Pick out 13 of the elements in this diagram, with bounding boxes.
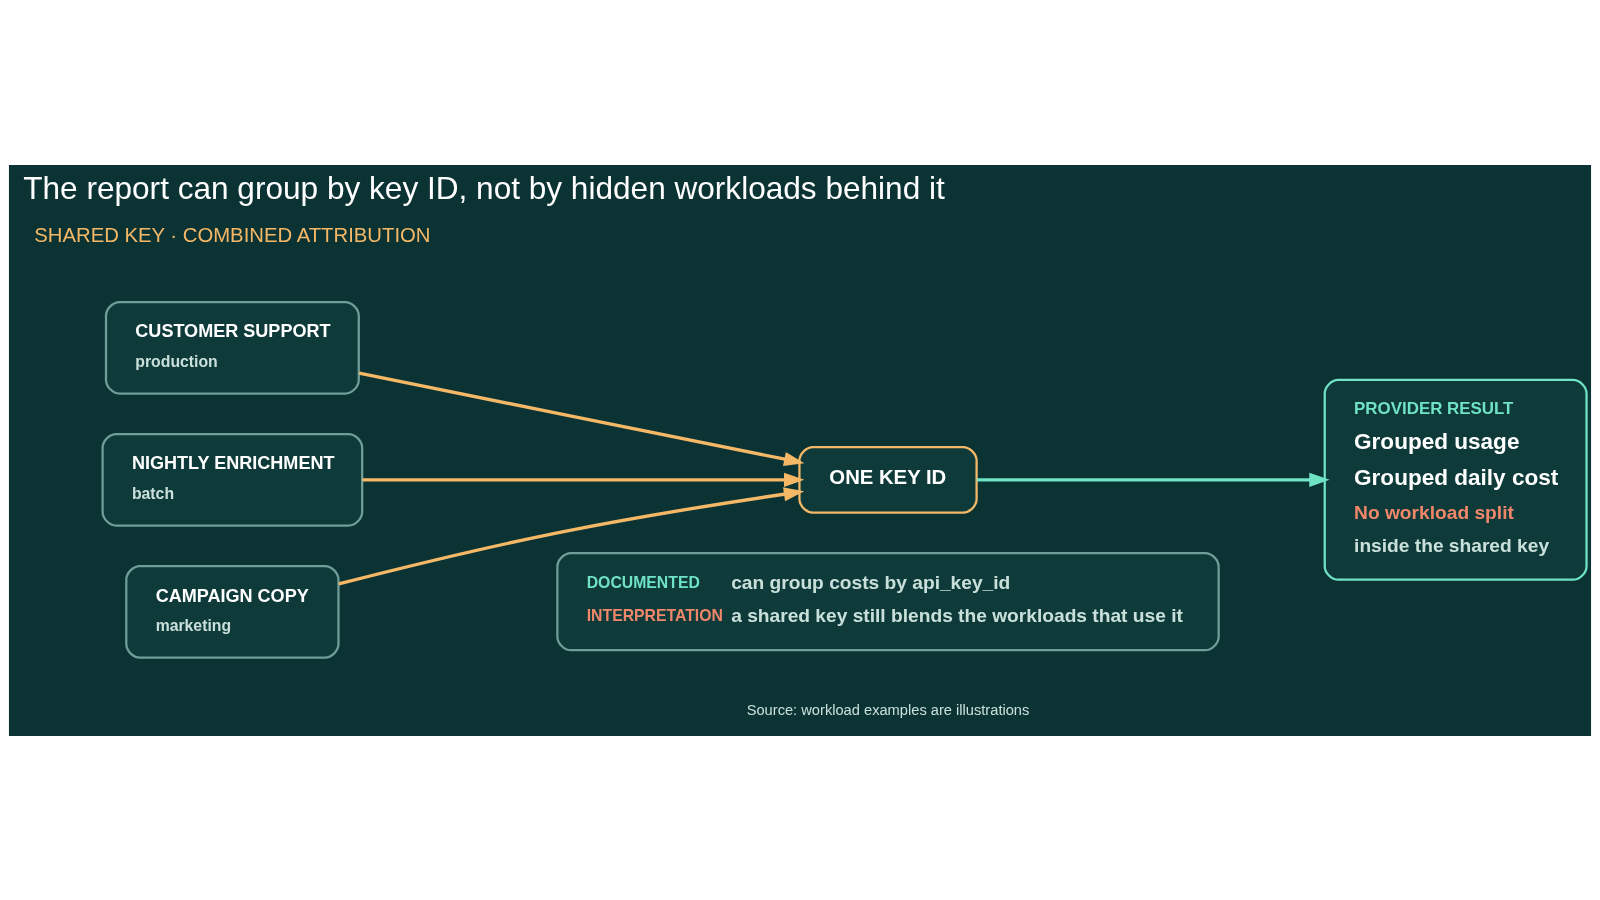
- node-box: DOCUMENTED can group costs by api_key_id INTERPRETATION a shared key still blends the workloads that use it: [556, 551, 1220, 651]
- node-box: NIGHTLY ENRICHMENT batch: [101, 432, 364, 527]
- caption: Source: workload examples are illustrations: [746, 701, 1030, 718]
- node-box: CUSTOMER SUPPORT production: [104, 300, 360, 395]
- node-box: PROVIDER RESULT Grouped usage Grouped daily cost No workload split inside the shared key: [1323, 378, 1588, 581]
- label: SHARED KEY · COMBINED ATTRIBUTION: [34, 223, 431, 246]
- diagram-title: The report can group by key ID, not by hidden workloads behind it: [23, 169, 945, 206]
- arrow: [358, 371, 805, 466]
- arrow: [338, 486, 805, 586]
- arrow: [976, 472, 1330, 487]
- arrow: [362, 472, 805, 487]
- node-box: CAMPAIGN COPY marketing: [125, 564, 340, 659]
- node-box: ONE KEY ID: [798, 445, 978, 514]
